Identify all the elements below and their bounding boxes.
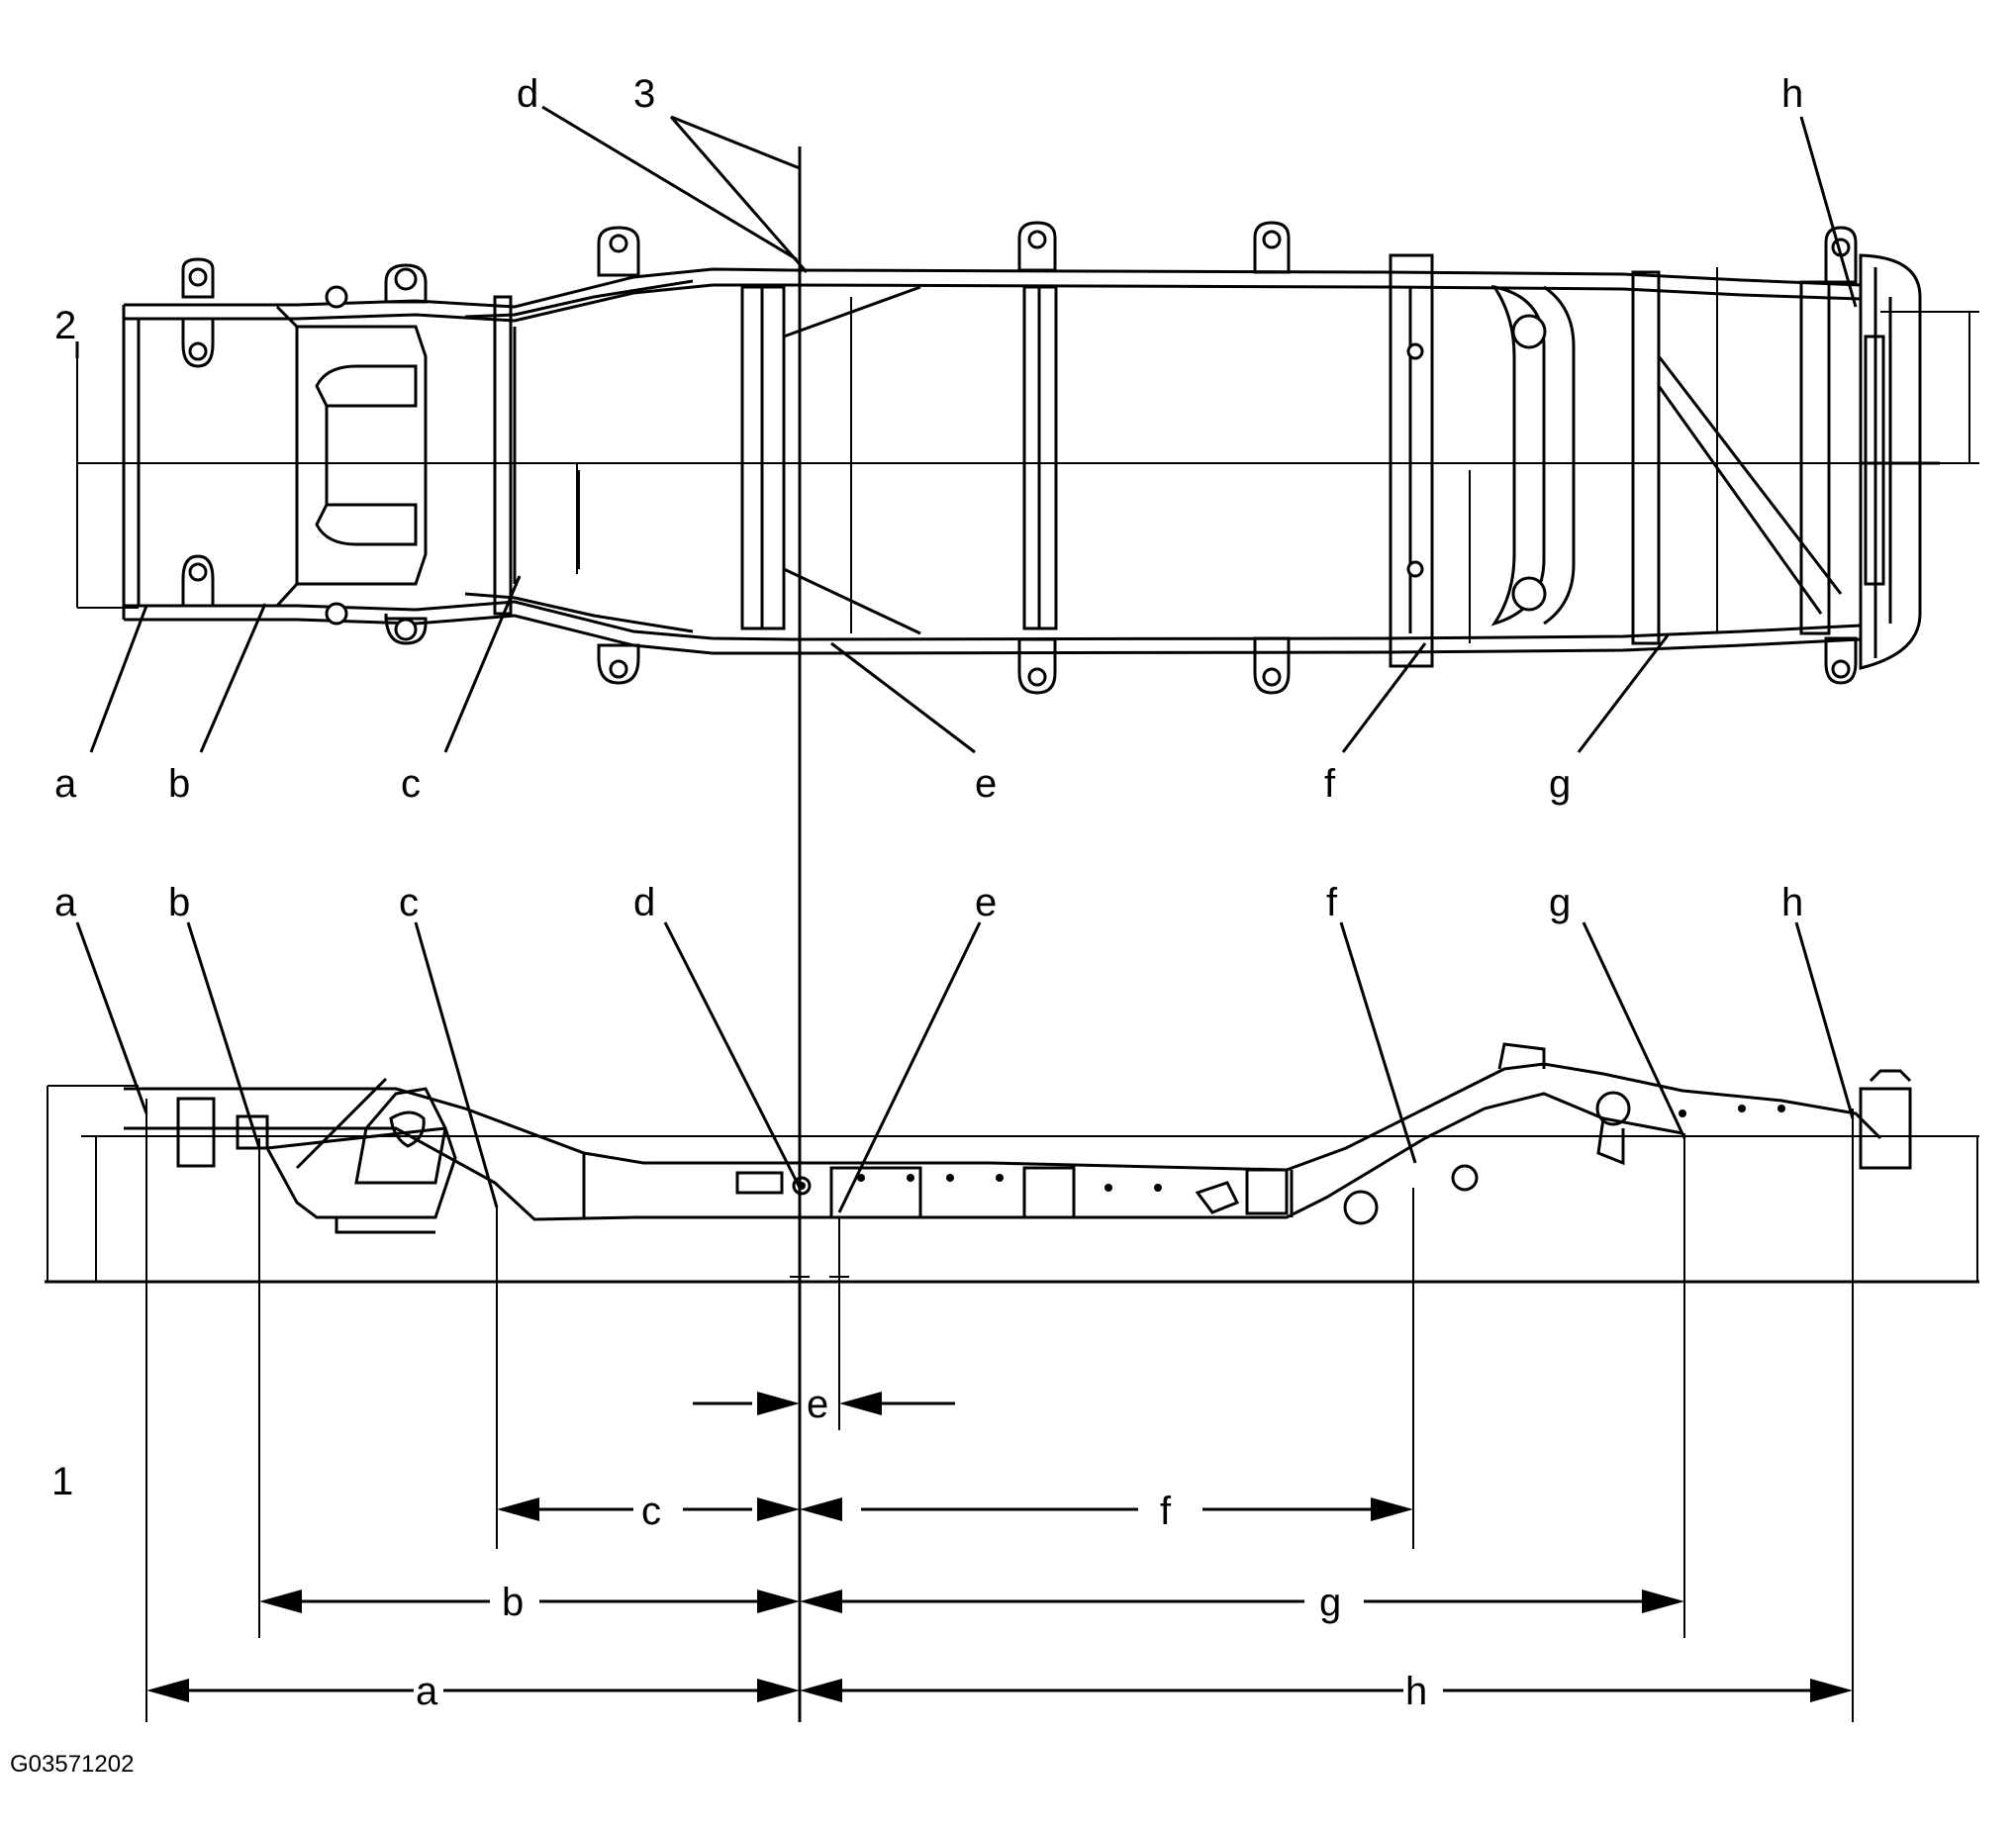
datum-label-one: 1 [51, 1460, 73, 1503]
top-view-holes [188, 230, 1851, 687]
dimension-labels: a b c e f g h [416, 1383, 1427, 1713]
top-label-d: d [517, 72, 538, 116]
top-label-e: e [975, 762, 997, 806]
top-view-labels: a b c d e f g h [54, 72, 1803, 806]
dimension-label-f: f [1160, 1490, 1172, 1533]
side-view-frame [45, 146, 1979, 1722]
datum-label-three: 3 [633, 72, 655, 116]
side-label-e: e [975, 881, 997, 924]
top-label-h: h [1781, 72, 1803, 116]
top-view-leaders [89, 105, 1858, 754]
datum-label-two: 2 [54, 304, 76, 347]
top-label-c: c [401, 762, 421, 806]
dimension-label-a: a [416, 1670, 438, 1713]
side-label-f: f [1326, 881, 1338, 924]
figure-id: G03571202 [10, 1751, 134, 1778]
side-label-h: h [1781, 881, 1803, 924]
side-label-a: a [54, 881, 77, 924]
datum-lines [75, 115, 802, 1722]
side-label-g: g [1549, 881, 1571, 924]
side-label-b: b [168, 881, 190, 924]
top-label-g: g [1549, 762, 1571, 806]
dimension-label-c: c [641, 1490, 661, 1533]
side-label-c: c [399, 881, 419, 924]
dimension-label-g: g [1319, 1581, 1341, 1624]
dimension-label-b: b [502, 1581, 524, 1624]
top-label-b: b [168, 762, 190, 806]
top-label-f: f [1324, 762, 1336, 806]
datum-labels: 3 2 1 [51, 72, 655, 1503]
side-view-labels: a b c d e f g h [54, 881, 1803, 924]
dimension-arrowheads [146, 1392, 1853, 1702]
top-label-a: a [54, 762, 77, 806]
side-label-d: d [633, 881, 655, 924]
dimension-label-h: h [1405, 1670, 1427, 1713]
dimension-lines [183, 1401, 1816, 1692]
side-view-leaders [75, 921, 1855, 1213]
dimension-label-e: e [807, 1383, 828, 1426]
top-view-frame [76, 221, 1979, 695]
